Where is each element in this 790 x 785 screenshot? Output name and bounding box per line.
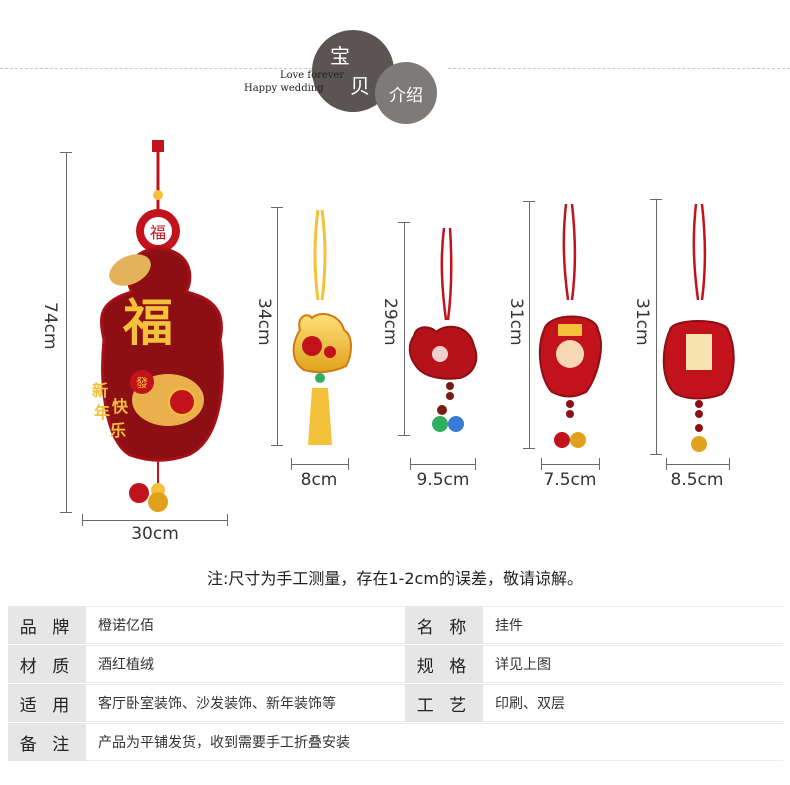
dim-line-item3-height [404, 222, 405, 435]
dim-tick [523, 448, 535, 449]
dim-tick [271, 207, 283, 208]
header-char-1: 宝 [330, 44, 350, 68]
dim-tick [348, 458, 349, 470]
measurement-note: 注:尺寸为手工测量，存在1-2cm的误差，敬请谅解。 [207, 569, 583, 588]
header-divider-left [0, 68, 312, 69]
item2-height-label: 34cm [254, 298, 274, 346]
spec-key-remark: 备 注 [8, 723, 86, 761]
dim-line-item4-width [541, 464, 599, 465]
dim-tick [227, 514, 228, 526]
lantern-ornament [662, 203, 735, 452]
spec-value-brand: 橙诺亿佰 [86, 606, 405, 644]
dim-tick [60, 152, 72, 153]
dim-line-item2-width [291, 464, 348, 465]
spec-value-remark: 产品为平铺发货，收到需要手工折叠安装 [86, 723, 783, 761]
dim-line-item3-width [410, 464, 475, 465]
dim-tick [650, 199, 662, 200]
spec-row: 品 牌 橙诺亿佰 名 称 挂件 [8, 606, 783, 644]
spec-key-craft: 工 艺 [405, 684, 483, 722]
svg-text:新: 新 [92, 381, 108, 400]
dim-line-item1-height [66, 152, 67, 512]
spec-key-size: 规 格 [405, 645, 483, 683]
gourd-ornament: 福 福 新 年 快 乐 發 [92, 140, 224, 512]
god-of-wealth-ornament [538, 203, 602, 448]
item4-height-label: 31cm [506, 298, 526, 346]
item2-width-label: 8cm [300, 470, 338, 490]
spec-key-material: 材 质 [8, 645, 86, 683]
dim-tick [523, 201, 535, 202]
item1-height-label: 74cm [40, 302, 60, 350]
item1-width-label: 30cm [131, 524, 179, 544]
product-illustrations: 福 福 新 年 快 乐 發 [92, 140, 735, 512]
spec-row: 材 质 酒红植绒 规 格 详见上图 [8, 645, 783, 683]
spec-value-craft: 印刷、双层 [483, 684, 783, 722]
item3-width-label: 9.5cm [416, 470, 470, 490]
spec-key-brand: 品 牌 [8, 606, 86, 644]
tagline-2: Happy wedding [244, 83, 324, 94]
spec-table: 品 牌 橙诺亿佰 名 称 挂件 材 质 酒红植绒 规 格 详见上图 适 用 客厅… [8, 606, 783, 762]
dim-line-item5-width [666, 464, 729, 465]
dim-tick [650, 454, 662, 455]
spec-value-use: 客厅卧室装饰、沙发装饰、新年装饰等 [86, 684, 405, 722]
dim-line-item5-height [656, 199, 657, 454]
spec-key-name: 名 称 [405, 606, 483, 644]
dim-line-item4-height [529, 201, 530, 448]
dim-tick [60, 512, 72, 513]
svg-text:發: 發 [136, 375, 148, 390]
item4-width-label: 7.5cm [543, 470, 597, 490]
dim-tick [599, 458, 600, 470]
svg-text:年: 年 [94, 403, 110, 422]
dim-tick [410, 458, 411, 470]
dim-tick [398, 222, 410, 223]
item5-height-label: 31cm [632, 298, 652, 346]
dim-tick [82, 514, 83, 526]
dim-line-item2-height [277, 207, 278, 445]
item3-height-label: 29cm [380, 298, 400, 346]
fu-char: 福 [122, 293, 173, 352]
dim-tick [291, 458, 292, 470]
spec-value-size: 详见上图 [483, 645, 783, 683]
yellow-horse-ornament [292, 209, 352, 445]
spec-key-use: 适 用 [8, 684, 86, 722]
dim-tick [541, 458, 542, 470]
spec-row: 适 用 客厅卧室装饰、沙发装饰、新年装饰等 工 艺 印刷、双层 [8, 684, 783, 722]
item5-width-label: 8.5cm [670, 470, 724, 490]
dim-tick [475, 458, 476, 470]
red-horse-ornament [408, 227, 478, 432]
spec-row: 备 注 产品为平铺发货，收到需要手工折叠安装 [8, 723, 783, 761]
svg-text:乐: 乐 [110, 421, 126, 440]
header-subtitle-circle: 介绍 [375, 62, 437, 124]
dim-tick [398, 435, 410, 436]
dim-tick [729, 458, 730, 470]
dim-tick [666, 458, 667, 470]
spec-value-material: 酒红植绒 [86, 645, 405, 683]
dim-line-item1-width [82, 520, 227, 521]
svg-text:快: 快 [112, 397, 129, 416]
spec-value-name: 挂件 [483, 606, 783, 644]
header-char-2: 贝 [350, 74, 370, 98]
dim-tick [271, 445, 283, 446]
tagline-1: Love forever [280, 70, 345, 81]
small-fu-char: 福 [150, 223, 166, 242]
header-divider-right [448, 68, 790, 69]
